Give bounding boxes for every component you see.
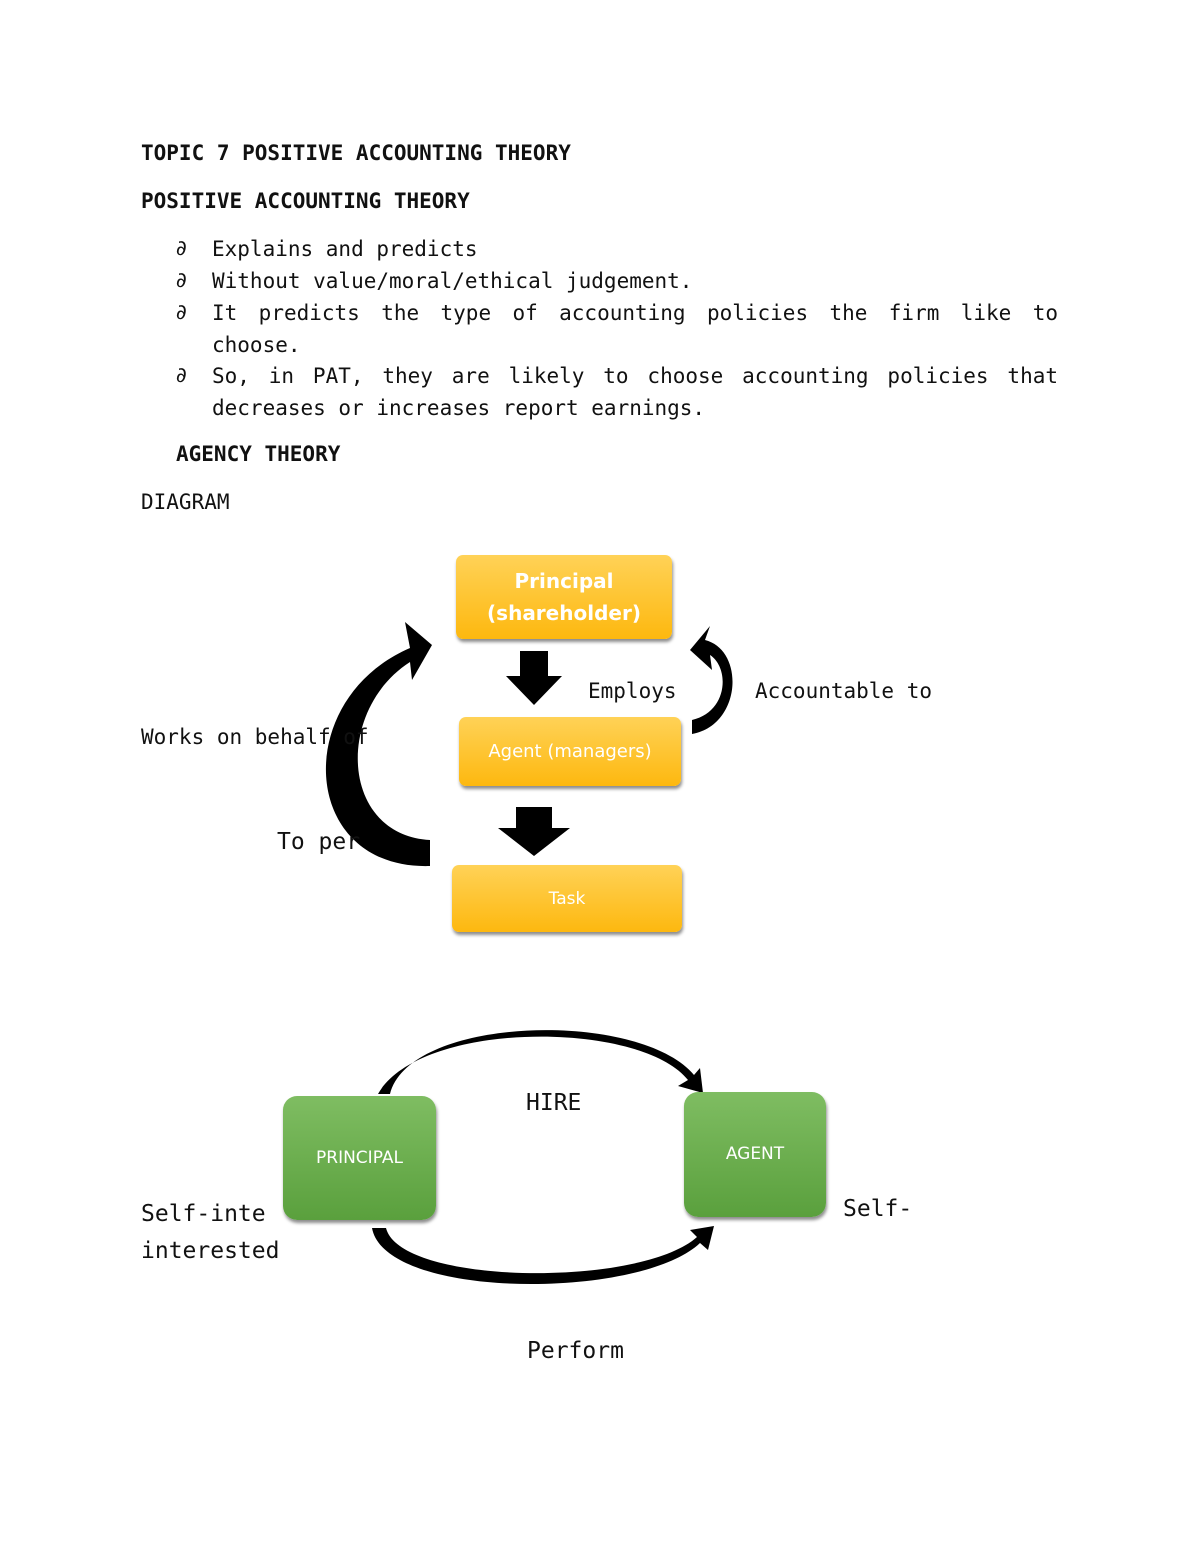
list-item: It predicts the type of accounting polic… xyxy=(212,301,1058,357)
task-box: Task xyxy=(452,865,682,932)
accountable-curved-arrow-icon xyxy=(690,626,733,734)
bullet-marker: ∂ xyxy=(175,236,188,260)
agent-managers-box: Agent (managers) xyxy=(459,717,681,786)
bullet-marker: ∂ xyxy=(175,300,188,324)
list-item: So, in PAT, they are likely to choose ac… xyxy=(212,364,1058,420)
bullet-marker: ∂ xyxy=(175,363,188,387)
perform-label: Perform xyxy=(527,1338,624,1364)
to-perform-label: To per xyxy=(277,829,361,855)
principal-self-interested-label: Self-inte interested xyxy=(141,1201,280,1264)
section-heading: POSITIVE ACCOUNTING THEORY xyxy=(141,189,470,213)
employs-label: Employs xyxy=(588,679,677,703)
works-on-behalf-label: Works on behalf of xyxy=(141,725,369,749)
principal-shareholder-box: Principal (shareholder) xyxy=(456,555,672,639)
accountable-to-label: Accountable to xyxy=(755,679,933,703)
page-title: TOPIC 7 POSITIVE ACCOUNTING THEORY xyxy=(141,141,571,165)
works-on-behalf-curved-arrow-icon xyxy=(325,622,432,867)
agency-heading: AGENCY THEORY xyxy=(176,442,341,466)
list-item: Explains and predicts xyxy=(212,237,478,261)
principal-box: PRINCIPAL xyxy=(283,1096,436,1220)
perform-curved-arrow-icon xyxy=(372,1226,714,1285)
bullet-marker: ∂ xyxy=(175,268,188,292)
agent-box: AGENT xyxy=(684,1092,826,1217)
list-item: Without value/moral/ethical judgement. xyxy=(212,269,693,293)
employs-down-arrow-icon xyxy=(506,651,562,705)
hire-label: HIRE xyxy=(526,1090,582,1116)
diagram-label: DIAGRAM xyxy=(141,490,230,514)
hire-down-arrow-icon xyxy=(498,807,570,856)
hire-curved-arrow-icon xyxy=(378,1030,703,1094)
agent-self-interested-label: Self- xyxy=(843,1196,913,1222)
